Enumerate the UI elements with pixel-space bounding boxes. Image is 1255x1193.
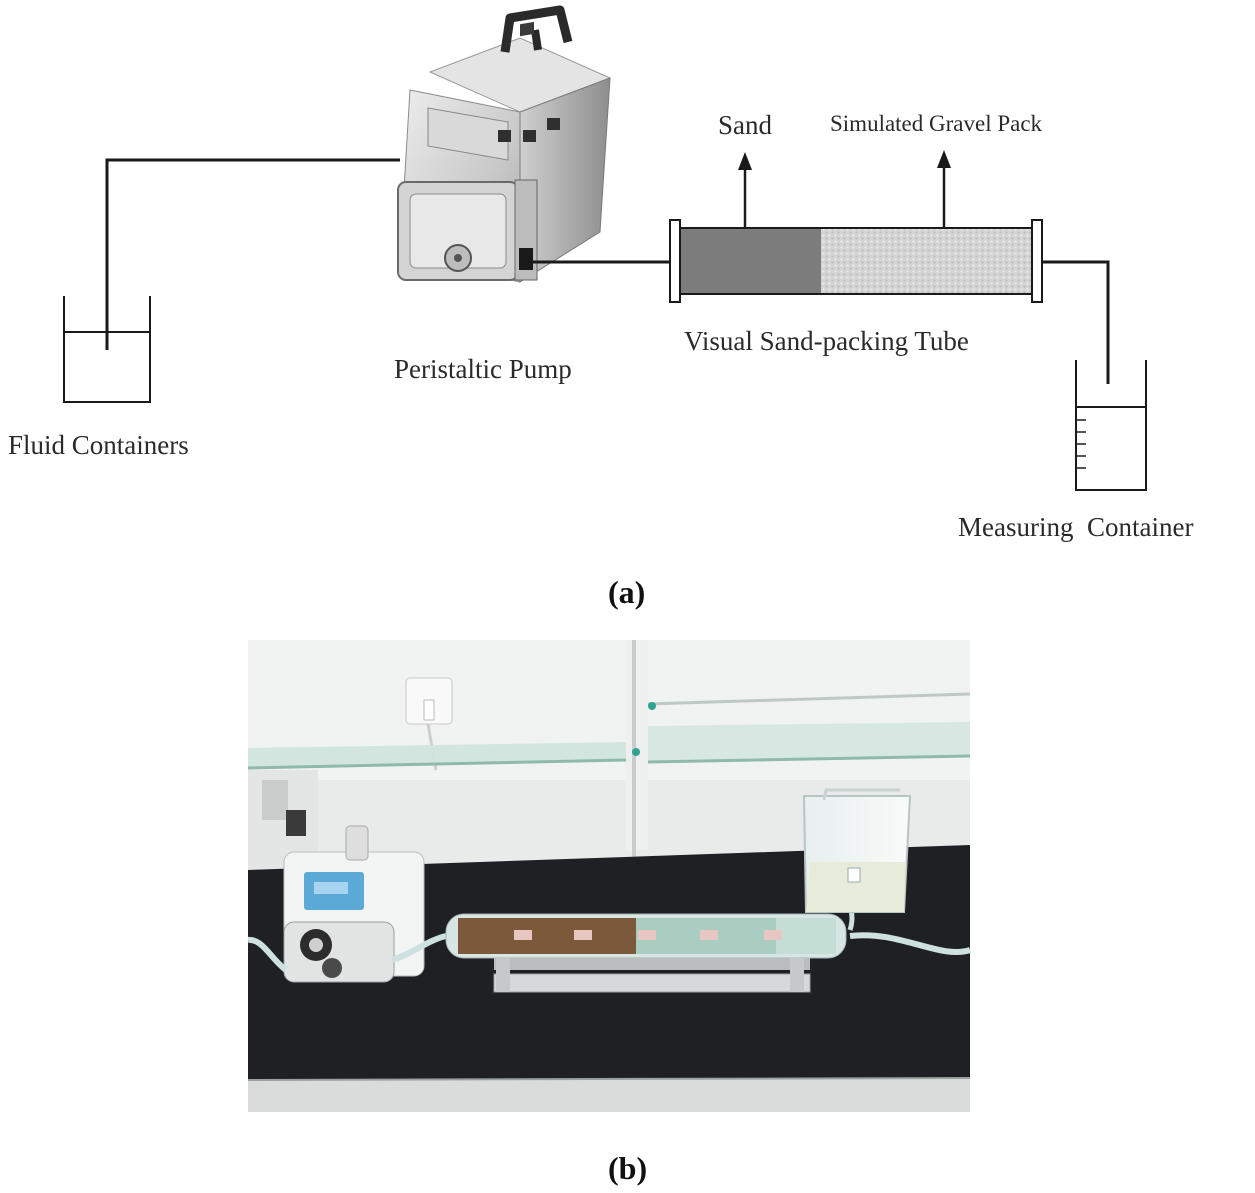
caption-b: (b) bbox=[608, 1150, 648, 1186]
sand-tube-photo bbox=[445, 913, 847, 993]
sand-section bbox=[681, 229, 821, 293]
beaker-photo bbox=[802, 788, 912, 913]
gravel-arrow bbox=[937, 150, 951, 228]
photo-tube-mid bbox=[391, 933, 447, 963]
simulated-gravel-pack-label: Simulated Gravel Pack bbox=[830, 111, 1043, 136]
peristaltic-pump-image bbox=[397, 5, 612, 283]
fluid-containers-label: Fluid Containers bbox=[8, 430, 189, 460]
inlet-tube bbox=[105, 158, 400, 350]
gravel-section bbox=[821, 229, 1031, 293]
outlet-tube bbox=[1042, 260, 1110, 384]
pump-photo bbox=[283, 825, 425, 983]
measuring-container bbox=[1075, 360, 1147, 491]
sand-packing-tube bbox=[669, 219, 1043, 303]
sand-arrow bbox=[738, 152, 752, 228]
peristaltic-pump-label: Peristaltic Pump bbox=[394, 354, 572, 384]
photo-tube-out bbox=[849, 932, 971, 956]
visual-tube-label: Visual Sand-packing Tube bbox=[684, 326, 969, 356]
sand-label: Sand bbox=[718, 110, 772, 140]
photo-tube-in bbox=[247, 936, 288, 973]
measuring-container-label: Measuring Container bbox=[958, 512, 1194, 542]
caption-a: (a) bbox=[608, 574, 646, 610]
lab-photo bbox=[247, 640, 971, 1112]
